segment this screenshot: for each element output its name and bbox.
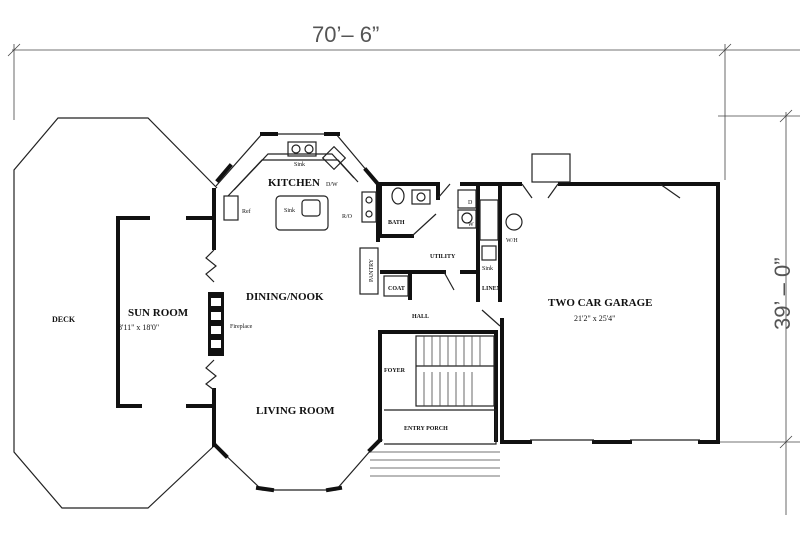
kitchen-label: KITCHEN: [268, 177, 320, 189]
fireplace-label: Fireplace: [230, 324, 253, 330]
depth-dimension-label: 39’ – 0”: [770, 257, 795, 330]
refrigerator-label: Ref: [242, 208, 251, 215]
water-heater-label: W/H: [506, 238, 518, 244]
pantry-label: PANTRY: [369, 258, 375, 282]
dishwasher-label: D/W: [326, 182, 338, 188]
utility-label: UTILITY: [430, 254, 456, 260]
deck-label: DECK: [52, 315, 76, 324]
living-room-label: LIVING ROOM: [256, 405, 335, 417]
foyer: FOYER: [378, 309, 501, 442]
width-dimension: 70’– 6”: [7, 22, 800, 180]
dryer-label: D: [468, 200, 473, 206]
bath: BATH: [378, 182, 440, 238]
deck: DECK: [13, 117, 218, 509]
coat-closet: COAT: [383, 275, 409, 297]
washer-label: W: [468, 222, 474, 228]
entry-porch-label: ENTRY PORCH: [404, 426, 448, 432]
dining-nook-label: DINING/NOOK: [246, 291, 324, 303]
kitchen-sink-label: Sink: [294, 162, 305, 168]
stairs: [415, 335, 495, 407]
depth-dimension: 39’ – 0”: [718, 109, 800, 515]
sun-room-label: SUN ROOM: [128, 307, 189, 319]
entry-porch: ENTRY PORCH: [370, 409, 500, 477]
sun-room: SUN ROOM 8'11" x 18'0": [116, 188, 217, 447]
coat-label: COAT: [388, 286, 405, 292]
bath-label: BATH: [388, 220, 405, 226]
utility: D W Sink LINEN UTILITY: [380, 182, 502, 302]
island-sink-label: Sink: [284, 208, 295, 214]
foyer-label: FOYER: [384, 368, 406, 374]
linen-label: LINEN: [482, 286, 502, 292]
garage-size: 21'2" x 25'4": [574, 314, 615, 323]
kitchen: Sink D/W Ref Sink R/O KITCHEN: [223, 141, 377, 231]
garage-label: TWO CAR GARAGE: [548, 297, 653, 309]
fireplace: Fireplace: [208, 292, 253, 356]
sun-room-size: 8'11" x 18'0": [118, 323, 159, 332]
pantry: PANTRY: [359, 247, 379, 295]
garage: W/H TWO CAR GARAGE 21'2" x 25'4": [498, 153, 720, 444]
utility-sink-label: Sink: [482, 266, 493, 272]
hall-label: HALL: [412, 314, 429, 320]
range-oven-label: R/O: [342, 214, 353, 220]
width-dimension-label: 70’– 6”: [312, 22, 379, 47]
